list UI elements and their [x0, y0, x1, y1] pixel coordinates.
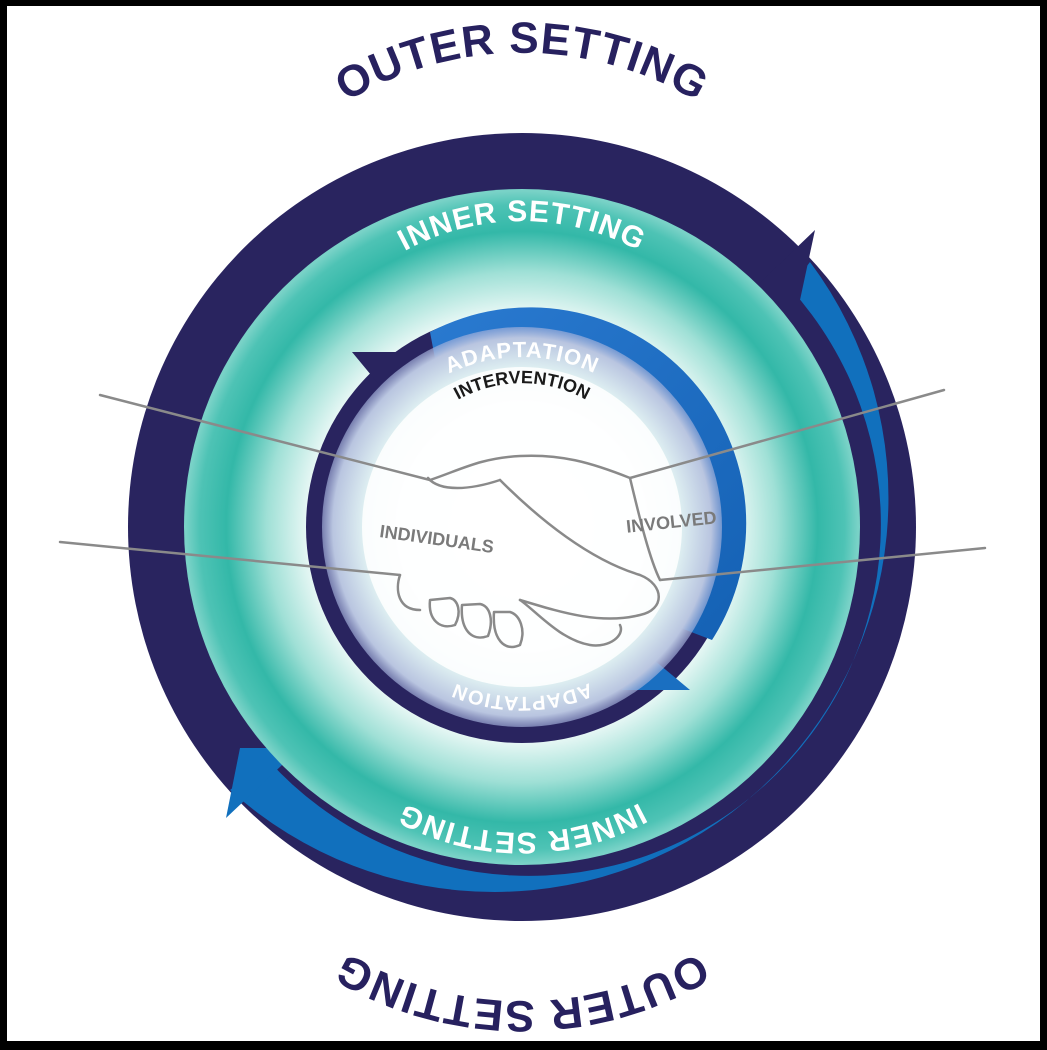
handshake-icon: [58, 388, 987, 648]
intervention-core-highlight: [362, 367, 682, 687]
implementation-arrow-top-icon: [742, 230, 815, 300]
implementation-arrow-bottom-icon: [226, 748, 300, 818]
